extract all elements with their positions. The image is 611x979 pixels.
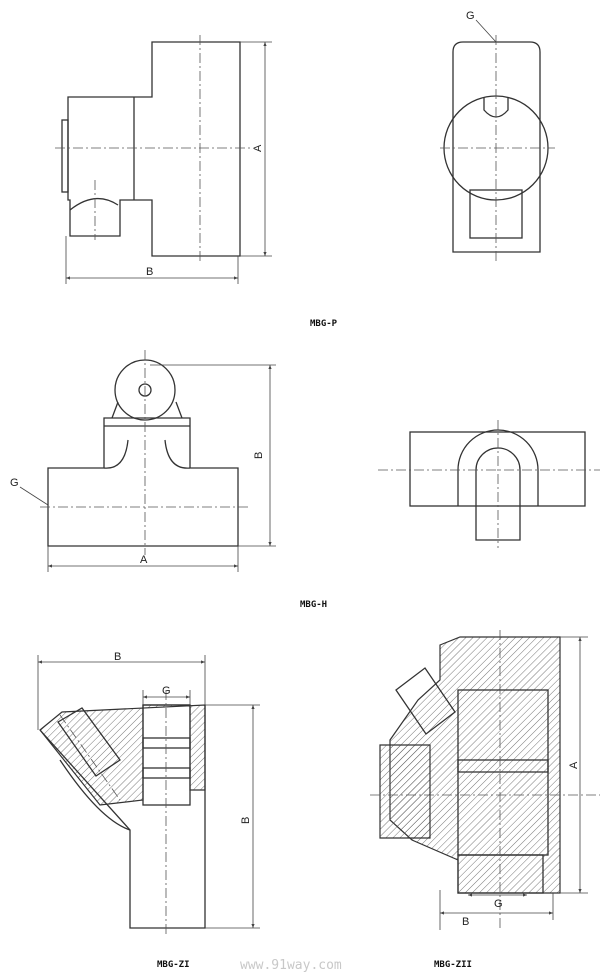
dim-b-label: B: [146, 266, 153, 278]
dim-b-label: B: [114, 651, 121, 663]
caption-mbg-h: MBG-H: [300, 600, 327, 610]
mbg-p-front-view: A B: [55, 35, 272, 284]
dim-a-label: A: [252, 144, 264, 152]
dim-g-label: G: [162, 685, 171, 697]
dim-g-label: G: [10, 477, 19, 489]
watermark: www.91way.com: [240, 958, 342, 973]
dim-a-label: A: [568, 761, 580, 769]
dim-b-label: B: [462, 916, 469, 928]
dim-a-label: A: [140, 554, 148, 566]
caption-mbg-zi: MBG-ZI: [157, 960, 190, 970]
dim-g-label: G: [466, 10, 475, 22]
dim-g-label: G: [494, 898, 503, 910]
mbg-p-side-view: G: [440, 10, 555, 262]
mbg-zi-section-view: B G B: [37, 651, 260, 935]
mbg-h-front-view: B A G: [10, 350, 276, 572]
caption-mbg-p: MBG-P: [310, 319, 338, 329]
mbg-h-side-view: [378, 420, 600, 548]
caption-mbg-zii: MBG-ZII: [434, 960, 472, 970]
mbg-zii-section-view: A B G: [370, 630, 600, 930]
dim-b-label-vertical: B: [240, 817, 252, 824]
dim-b-label: B: [253, 452, 265, 459]
